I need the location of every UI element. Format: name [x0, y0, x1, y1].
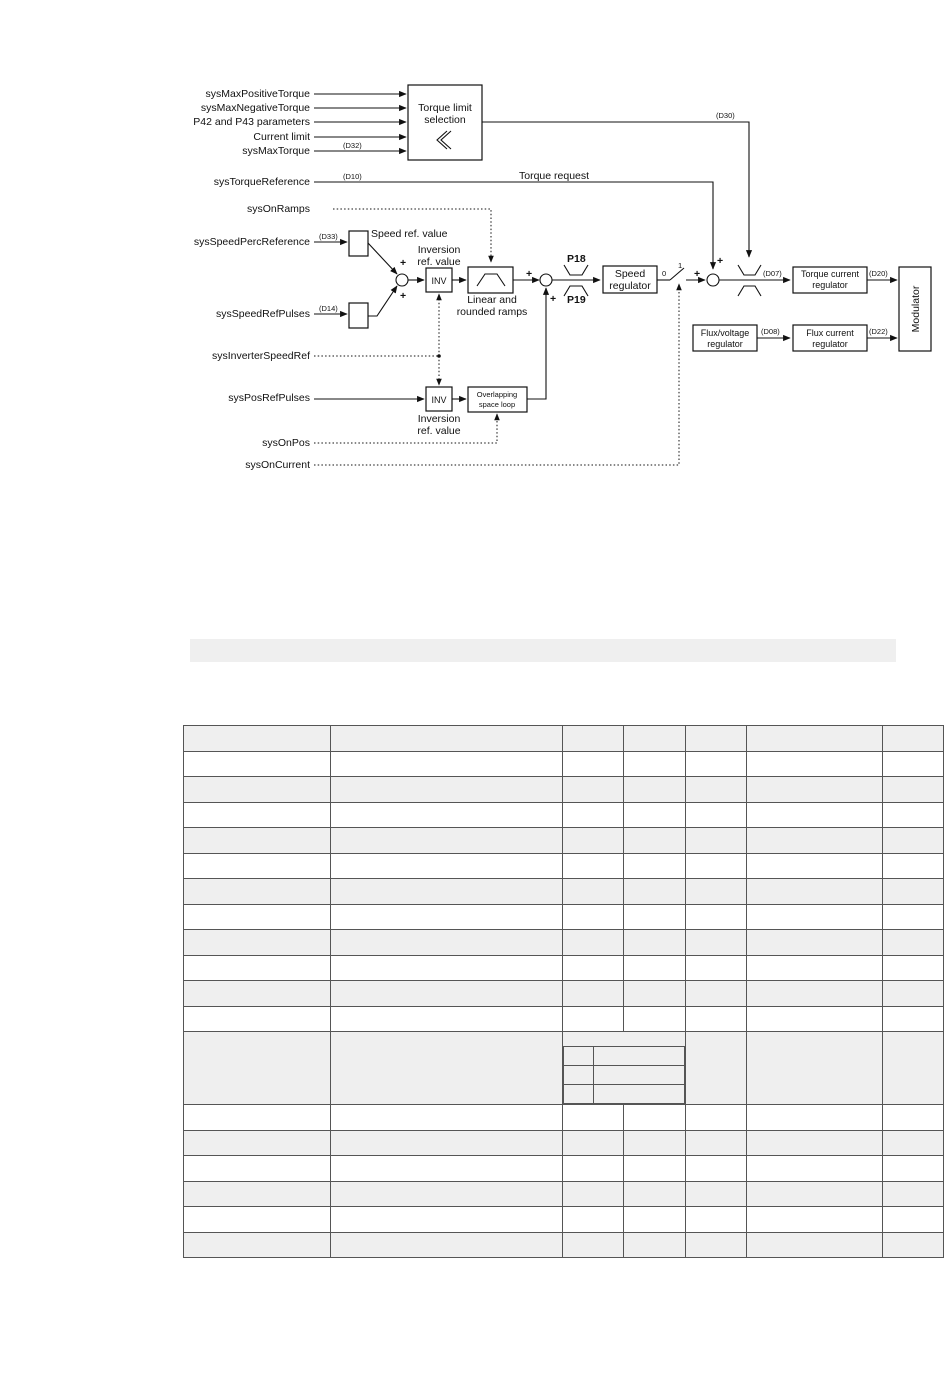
inv-block-position — [425, 386, 453, 412]
input-max-positive-torque: sysMaxPositiveTorque — [206, 88, 311, 100]
label-d30: (D30) — [716, 111, 735, 120]
input-p42-p43: P42 and P43 parameters — [193, 116, 310, 128]
speed-regulator-label-1: Speed — [615, 268, 646, 280]
sum-node-torque — [706, 273, 720, 287]
inv-block-speed — [425, 267, 453, 293]
input-speed-perc-reference: sysSpeedPercReference — [194, 236, 310, 248]
input-current-limit: Current limit — [253, 131, 310, 143]
label-d07: (D07) — [763, 269, 782, 278]
parameter-table — [183, 725, 944, 1258]
table-row — [183, 929, 944, 956]
table-row — [183, 1005, 944, 1032]
nested-subtable — [563, 1046, 685, 1104]
plus-sign: + — [550, 293, 556, 305]
input-inverter-speed-ref: sysInverterSpeedRef — [212, 350, 310, 362]
flux-voltage-label-2: regulator — [707, 339, 743, 349]
switch-pos-0: 0 — [662, 269, 666, 278]
table-row — [183, 1129, 944, 1156]
inversion-label-1b: ref. value — [417, 256, 460, 268]
label-d20: (D20) — [869, 269, 888, 278]
label-torque-request: Torque request — [519, 170, 589, 182]
label-speed-ref-value: Speed ref. value — [371, 228, 448, 240]
modulator-block — [898, 266, 932, 352]
plus-sign: + — [526, 268, 532, 280]
ramps-label-2: rounded ramps — [457, 306, 528, 318]
label-d22: (D22) — [869, 327, 888, 336]
plus-sign: + — [694, 268, 700, 280]
table-row — [183, 903, 944, 930]
input-speed-ref-pulses: sysSpeedRefPulses — [216, 308, 310, 320]
flux-voltage-label-1: Flux/voltage — [701, 328, 750, 338]
table-row — [183, 725, 944, 752]
table-row — [183, 954, 944, 981]
inv-label-2: INV — [431, 395, 446, 405]
table-row — [183, 1155, 944, 1182]
plus-sign: + — [400, 257, 406, 269]
label-d10: (D10) — [343, 172, 362, 181]
inversion-label-1a: Inversion — [418, 244, 461, 256]
label-p18: P18 — [567, 253, 586, 265]
torque-lower-clamp-icon — [737, 285, 762, 297]
label-d32: (D32) — [343, 141, 362, 150]
flux-current-regulator-block — [792, 324, 868, 352]
speed-perc-scale-block — [348, 230, 369, 257]
table-row — [183, 801, 944, 828]
control-block-diagram: sysMaxPositiveTorque sysMaxNegativeTorqu… — [193, 84, 932, 471]
label-d08: (D08) — [761, 327, 780, 336]
torque-upper-clamp-icon — [737, 264, 762, 276]
torque-current-label-2: regulator — [812, 280, 848, 290]
torque-current-label-1: Torque current — [801, 269, 860, 279]
table-row — [183, 878, 944, 905]
inv-label-1: INV — [431, 276, 446, 286]
input-pos-ref-pulses: sysPosRefPulses — [228, 392, 310, 404]
input-max-torque: sysMaxTorque — [242, 145, 310, 157]
flux-current-label-1: Flux current — [806, 328, 854, 338]
ramp-block — [467, 266, 514, 294]
label-d33: (D33) — [319, 232, 338, 241]
input-torque-reference: sysTorqueReference — [214, 176, 310, 188]
inversion-label-2b: ref. value — [417, 425, 460, 437]
table-row — [183, 776, 944, 803]
torque-current-regulator-block — [792, 266, 868, 294]
label-d14: (D14) — [319, 304, 338, 313]
speed-pulses-scale-block — [348, 302, 369, 329]
lower-limit-icon — [563, 285, 589, 297]
overlap-label-2: space loop — [479, 400, 515, 409]
modulator-label: Modulator — [910, 285, 922, 332]
speed-regulator-label-2: regulator — [609, 280, 651, 292]
plus-sign: + — [717, 255, 723, 267]
overlap-label-1: Overlapping — [477, 390, 517, 399]
torque-limit-label-1: Torque limit — [418, 102, 472, 114]
input-on-pos: sysOnPos — [262, 437, 310, 449]
inversion-label-2a: Inversion — [418, 413, 461, 425]
switch-pos-1: 1 — [678, 261, 682, 270]
sum-node-speed — [395, 273, 409, 287]
section-header-bar — [190, 639, 896, 662]
min-max-icon — [436, 130, 452, 150]
table-row — [183, 1031, 944, 1105]
sum-node-position — [539, 273, 553, 287]
speed-regulator-block — [602, 265, 658, 294]
table-row — [183, 852, 944, 879]
flux-current-label-2: regulator — [812, 339, 848, 349]
table-row — [183, 1104, 944, 1131]
plus-sign: + — [400, 290, 406, 302]
upper-limit-icon — [563, 264, 589, 276]
torque-limit-label-2: selection — [424, 114, 466, 126]
table-row — [183, 750, 944, 777]
input-on-current: sysOnCurrent — [245, 459, 310, 471]
ramps-label-1: Linear and — [467, 294, 517, 306]
table-row — [183, 980, 944, 1007]
table-row — [183, 827, 944, 854]
input-max-negative-torque: sysMaxNegativeTorque — [201, 102, 310, 114]
table-row — [183, 1231, 944, 1258]
ramp-icon — [476, 273, 506, 287]
table-row — [183, 1206, 944, 1233]
label-p19: P19 — [567, 294, 586, 306]
input-on-ramps: sysOnRamps — [247, 203, 310, 215]
table-row — [183, 1180, 944, 1207]
